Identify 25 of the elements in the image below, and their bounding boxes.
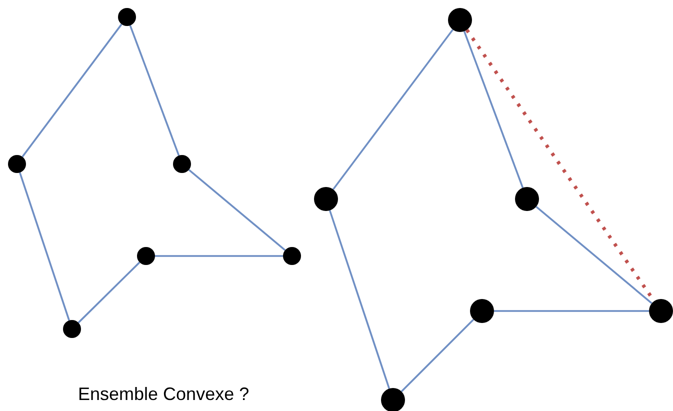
line [328, 210, 390, 389]
line [78, 262, 140, 324]
vertex-dot [63, 320, 81, 338]
vertex-dot [649, 299, 673, 323]
line [536, 206, 652, 304]
vertex-dot [137, 247, 155, 265]
line [400, 318, 474, 392]
line [188, 169, 286, 251]
vertex-dot [381, 388, 405, 411]
line [494, 310, 649, 312]
line [129, 25, 180, 156]
line [463, 30, 524, 188]
line [155, 255, 283, 257]
vertex-dot [515, 187, 539, 211]
question-label: Ensemble Convexe ? [78, 384, 250, 405]
vertex-dot [8, 155, 26, 173]
line [22, 24, 122, 158]
vertex-dot [314, 187, 338, 211]
vertex-dot [173, 155, 191, 173]
vertex-dot [448, 8, 472, 32]
vertex-dot [118, 8, 136, 26]
vertex-dot [283, 247, 301, 265]
vertex-dot [470, 299, 494, 323]
line [332, 29, 454, 190]
line [19, 172, 70, 321]
